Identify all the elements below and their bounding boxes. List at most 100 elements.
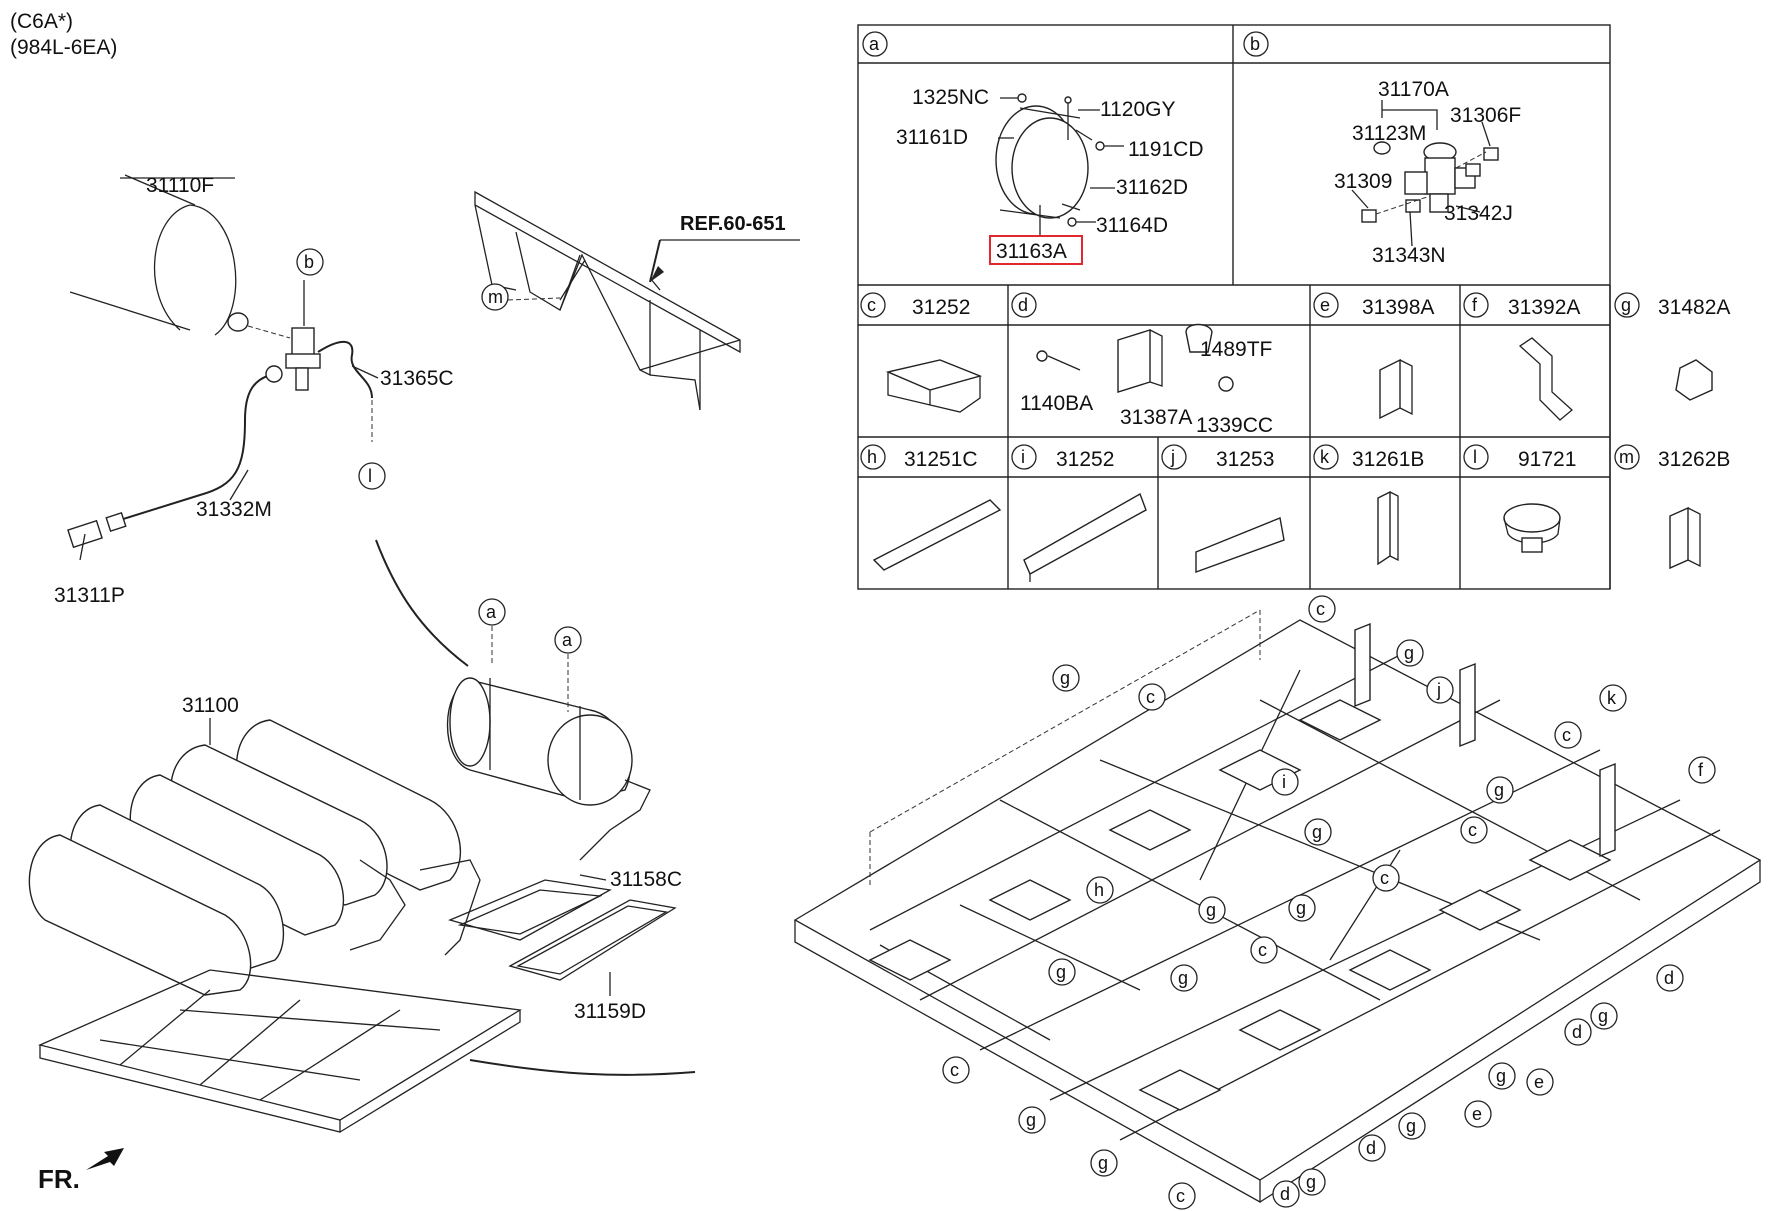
callout-l-tank: l [358,462,386,490]
part-1191CD: 1191CD [1128,138,1204,161]
svg-text:f: f [1472,295,1478,315]
label-31159D: 31159D [574,1000,646,1023]
svg-text:c: c [1562,725,1571,745]
frame-callout-j: j [1426,676,1454,704]
frame-callout-g6: g [1288,894,1316,922]
frame-callout-c3: c [1554,721,1582,749]
svg-text:g: g [1312,822,1322,842]
svg-text:d: d [1366,1138,1376,1158]
part-31161D: 31161D [896,126,968,149]
ref-label: REF.60-651 [680,213,786,235]
svg-text:g: g [1496,1066,1506,1086]
svg-text:g: g [1621,295,1631,315]
tank-pair-illustration [446,677,651,861]
frame-callout-g11: g [1018,1106,1046,1134]
cell-header-a: a [862,31,888,57]
cell-header-j: j [1161,444,1187,470]
svg-text:h: h [867,447,877,467]
svg-text:c: c [1258,940,1267,960]
part-31342J: 31342J [1444,202,1513,225]
frame-callout-g10: g [1488,1062,1516,1090]
svg-text:d: d [1280,1184,1290,1204]
svg-text:i: i [1021,447,1025,467]
frame-callout-g8: g [1170,964,1198,992]
svg-text:g: g [1494,780,1504,800]
frame-callout-e2: e [1464,1100,1492,1128]
frame-callout-c2: c [1138,683,1166,711]
frame-callout-k: k [1599,684,1627,712]
part-1140BA: 1140BA [1020,392,1093,415]
cell-header-f: f [1463,292,1489,318]
frame-callout-g14: g [1298,1168,1326,1196]
frame-callout-d3: d [1358,1134,1386,1162]
callout-a-tank2: a [554,626,582,654]
frame-callout-c5: c [1372,864,1400,892]
cell-g-part: 31482A [1658,296,1730,319]
frame-callout-c7: c [942,1056,970,1084]
part-31123M: 31123M [1352,122,1426,145]
svg-text:e: e [1320,295,1330,315]
svg-text:g: g [1598,1006,1608,1026]
frame-callout-d1: d [1656,964,1684,992]
frame-callout-g2: g [1396,639,1424,667]
svg-text:l: l [368,466,372,486]
svg-text:k: k [1607,688,1617,708]
svg-text:m: m [488,287,503,307]
frame-callout-d2: d [1564,1018,1592,1046]
label-31110F: 31110F [146,174,214,197]
cell-f-part: 31392A [1508,296,1580,319]
svg-text:k: k [1320,447,1330,467]
main-frame-illustration [793,609,1762,1204]
panel-b-valve-illustration [1351,100,1499,247]
svg-text:c: c [1176,1186,1185,1206]
frame-callout-g7: g [1048,958,1076,986]
ref-frame-illustration [474,190,800,411]
callout-b-tank: b [296,248,324,276]
svg-text:g: g [1404,643,1414,663]
cell-header-g: g [1614,292,1640,318]
cell-e-part: 31398A [1362,296,1434,319]
svg-text:c: c [1380,868,1389,888]
part-31163A-highlighted[interactable]: 31163A [996,240,1067,263]
svg-text:a: a [486,602,497,622]
cell-header-l: l [1463,444,1489,470]
svg-text:b: b [1250,34,1260,54]
part-1120GY: 1120GY [1100,98,1176,121]
cell-j-part: 31253 [1216,448,1274,471]
label-31158C: 31158C [610,868,682,891]
svg-text:g: g [1296,898,1306,918]
svg-text:f: f [1698,760,1704,780]
frame-callout-g1: g [1052,664,1080,692]
svg-text:h: h [1094,880,1104,900]
svg-text:g: g [1056,962,1066,982]
cell-k-part: 31261B [1352,448,1424,471]
svg-text:j: j [1170,447,1175,467]
label-31332M: 31332M [196,498,272,521]
svg-text:g: g [1206,900,1216,920]
frame-callout-f: f [1688,756,1716,784]
svg-text:c: c [950,1060,959,1080]
frame-callout-c6: c [1250,936,1278,964]
cell-i-part: 31252 [1056,448,1114,471]
svg-text:m: m [1619,447,1634,467]
svg-text:j: j [1436,680,1441,700]
frame-callout-g4: g [1486,776,1514,804]
frame-callout-g9: g [1590,1002,1618,1030]
cell-header-c: c [860,292,886,318]
svg-text:a: a [562,630,573,650]
model-code: (C6A*) [10,10,73,33]
frame-callout-g3: g [1304,818,1332,846]
parts-table [857,24,1611,590]
part-31306F: 31306F [1450,104,1521,127]
part-1325NC: 1325NC [912,86,989,109]
svg-text:g: g [1026,1110,1036,1130]
svg-text:c: c [867,295,876,315]
callout-a-tank1: a [478,598,506,626]
front-direction-label: FR. [38,1164,80,1194]
part-31387A: 31387A [1120,406,1192,429]
cell-l-part: 91721 [1518,448,1576,471]
frame-callout-h: h [1086,876,1114,904]
row2-parts-illustrations [885,323,1713,421]
frame-callout-i: i [1271,768,1299,796]
row3-parts-illustrations [872,490,1701,582]
